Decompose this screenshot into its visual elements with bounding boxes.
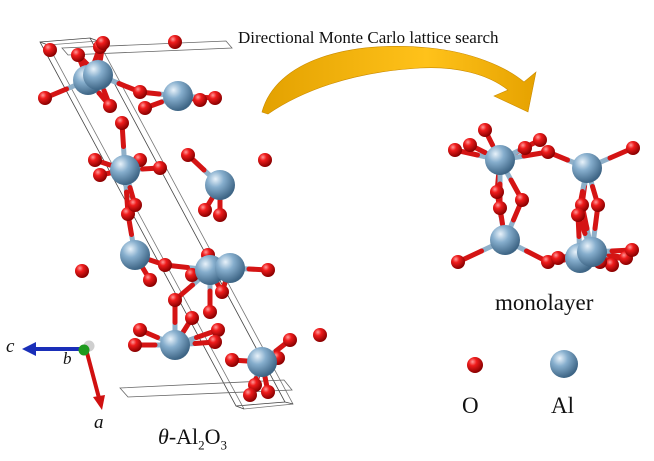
oxygen-atom <box>215 285 229 299</box>
aluminum-atom <box>490 225 520 255</box>
aluminum-atom <box>120 240 150 270</box>
aluminum-atom <box>83 60 113 90</box>
oxygen-atom <box>168 293 182 307</box>
formula-o: O <box>204 424 221 449</box>
oxygen-atom <box>211 323 225 337</box>
oxygen-atom <box>43 43 57 57</box>
oxygen-atom <box>448 143 462 157</box>
legend-aluminum-atom <box>550 350 578 378</box>
aluminum-atom <box>205 170 235 200</box>
oxygen-atom <box>571 208 585 222</box>
bulk-structure <box>38 35 327 402</box>
oxygen-atom <box>203 305 217 319</box>
oxygen-atom <box>115 116 129 130</box>
formula-al: -Al <box>168 424 199 449</box>
aluminum-atom <box>160 330 190 360</box>
formula-sub-o: 3 <box>220 437 228 453</box>
oxygen-atom <box>96 36 110 50</box>
legend-oxygen-label: O <box>462 393 479 418</box>
oxygen-atom <box>193 93 207 107</box>
bulk-phase-label: θ-Al2O3 <box>158 424 227 453</box>
oxygen-atom <box>225 353 239 367</box>
oxygen-atom <box>261 385 275 399</box>
oxygen-atom <box>128 338 142 352</box>
oxygen-atom <box>283 333 297 347</box>
aluminum-atom <box>110 155 140 185</box>
oxygen-atom <box>128 198 142 212</box>
oxygen-atom <box>133 85 147 99</box>
oxygen-atom <box>208 335 222 349</box>
oxygen-atom <box>133 323 147 337</box>
oxygen-atom <box>71 48 85 62</box>
aluminum-atom <box>572 153 602 183</box>
oxygen-atom <box>493 201 507 215</box>
theta-symbol: θ <box>158 424 169 449</box>
oxygen-atom <box>605 258 619 272</box>
oxygen-atom <box>451 255 465 269</box>
oxygen-atom <box>153 161 167 175</box>
oxygen-atom <box>478 123 492 137</box>
oxygen-atom <box>138 101 152 115</box>
oxygen-atom <box>541 145 555 159</box>
oxygen-atom <box>208 91 222 105</box>
oxygen-atom <box>38 91 52 105</box>
oxygen-atom <box>88 153 102 167</box>
title: Directional Monte Carlo lattice search <box>238 28 499 47</box>
oxygen-atom <box>213 208 227 222</box>
oxygen-atom <box>93 168 107 182</box>
oxygen-atom <box>591 198 605 212</box>
oxygen-atom <box>243 388 257 402</box>
oxygen-atom <box>158 258 172 272</box>
oxygen-atom <box>313 328 327 342</box>
oxygen-atom <box>626 141 640 155</box>
aluminum-atom <box>215 253 245 283</box>
oxygen-atom <box>168 35 182 49</box>
oxygen-atom <box>181 148 195 162</box>
oxygen-atom <box>625 243 639 257</box>
monolayer-structure <box>448 123 640 273</box>
oxygen-atom <box>143 273 157 287</box>
oxygen-atom <box>261 263 275 277</box>
oxygen-atom <box>515 193 529 207</box>
transform-arrow <box>261 46 537 115</box>
oxygen-atom <box>490 185 504 199</box>
oxygen-atom <box>103 99 117 113</box>
aluminum-atom <box>247 347 277 377</box>
oxygen-atom <box>198 203 212 217</box>
oxygen-atom <box>518 141 532 155</box>
axis-indicator <box>22 340 105 410</box>
aluminum-atom <box>163 81 193 111</box>
oxygen-atom <box>463 138 477 152</box>
formula-sub-al: 2 <box>198 437 205 453</box>
axis-c-label: c <box>6 336 15 357</box>
legend-aluminum-label: Al <box>551 393 574 418</box>
legend-oxygen-atom <box>467 357 483 373</box>
oxygen-atom <box>75 264 89 278</box>
oxygen-atom <box>258 153 272 167</box>
oxygen-atom <box>185 311 199 325</box>
oxygen-atom <box>551 251 565 265</box>
axis-b-label: b <box>63 349 72 368</box>
aluminum-atom <box>577 237 607 267</box>
axis-a-label: a <box>94 412 104 433</box>
aluminum-atom <box>485 145 515 175</box>
oxygen-atom <box>533 133 547 147</box>
monolayer-label: monolayer <box>495 290 594 315</box>
